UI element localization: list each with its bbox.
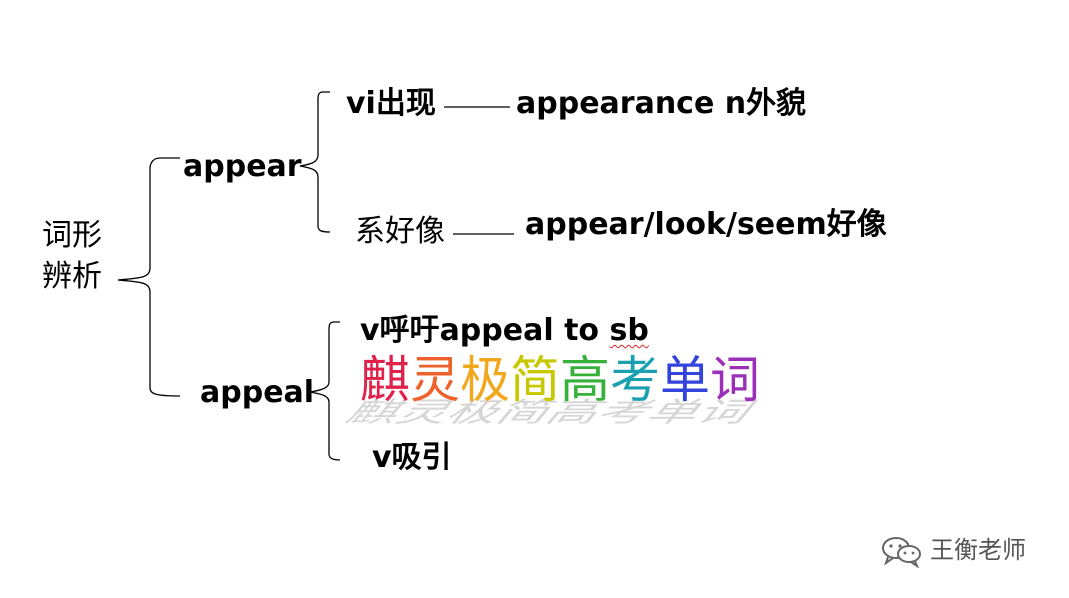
appear-brace — [299, 91, 331, 233]
banner-title: 麒灵极简高考单词 — [360, 355, 760, 405]
appeal-meaning-call-prefix: v呼吁 — [360, 313, 440, 348]
appeal-word: appeal — [200, 375, 315, 410]
appeal-meaning-attract: v吸引 — [372, 440, 452, 475]
banner-char: 灵 — [410, 351, 460, 409]
wechat-icon — [882, 537, 921, 568]
appear-meaning-linking: 系好像 — [355, 214, 445, 249]
banner-char: 单 — [660, 351, 710, 409]
appeal-meaning-call-phrase-end: sb — [609, 313, 649, 348]
appeal-brace — [309, 321, 341, 461]
banner-char: 极 — [460, 351, 510, 409]
watermark-author: 王衡老师 — [930, 536, 1026, 564]
root-label-line2: 辨析 — [42, 259, 102, 294]
appear-synonyms: appear/look/seem好像 — [525, 207, 887, 242]
root-brace — [117, 157, 181, 397]
banner-char: 词 — [710, 351, 760, 409]
appeal-meaning-call-phrase: appeal to — [439, 313, 610, 348]
root-label-line1: 词形 — [42, 218, 102, 253]
appeal-meaning-call: v呼吁appeal to sb — [360, 316, 649, 346]
banner-char: 考 — [610, 351, 660, 409]
banner-char: 高 — [560, 351, 610, 409]
banner-char: 简 — [510, 351, 560, 409]
appear-meaning-vi: vi出现 — [346, 86, 436, 121]
appear-derived-appearance: appearance n外貌 — [516, 86, 807, 121]
appear-word: appear — [183, 149, 302, 184]
banner-char: 麒 — [360, 351, 410, 409]
